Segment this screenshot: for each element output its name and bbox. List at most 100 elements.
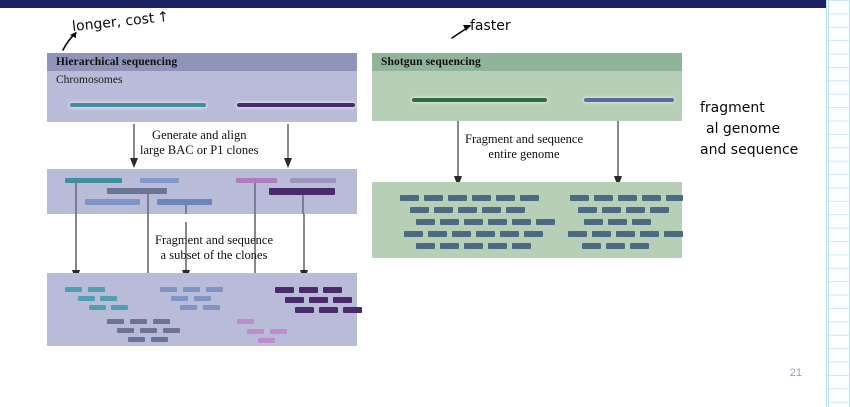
fragment-bar (275, 287, 294, 293)
fragment-bar (203, 305, 220, 310)
fragment-bar (434, 207, 453, 213)
fragment-bar (578, 207, 597, 213)
handwriting-right-note: faster (470, 16, 511, 36)
fragment-bar (153, 319, 170, 324)
clone-bar (140, 178, 179, 183)
fragment-bar (237, 319, 254, 324)
shotgun-panel-header: Shotgun sequencing (372, 53, 682, 71)
fragment-bar (343, 307, 362, 313)
fragment-bar (618, 195, 637, 201)
fragment-bar (180, 305, 197, 310)
fragment-bar (107, 319, 124, 324)
hierarchical-fragments-panel (47, 273, 362, 346)
clone-bar (85, 199, 140, 205)
fragment-bar (664, 231, 683, 237)
graph-paper-strip (826, 0, 850, 407)
fragment-bar (416, 219, 435, 225)
fragment-bar (183, 287, 200, 292)
fragment-bar (111, 305, 128, 310)
fragment-bar (584, 219, 603, 225)
fragment-bar (416, 243, 435, 249)
fragment-bar (65, 287, 82, 292)
fragment-bar (440, 243, 459, 249)
shotgun-caption: Fragment and sequence entire genome (465, 132, 583, 162)
fragment-bar (452, 231, 471, 237)
fragment-bar (500, 231, 519, 237)
handwriting-side-note-line3: and sequence (700, 142, 799, 158)
handwriting-side-note-line1: fragment (700, 100, 765, 116)
fragment-bar (140, 328, 157, 333)
chromosome-bar-green (412, 98, 547, 102)
hierarchical-step1-line1: Generate and align (152, 128, 247, 142)
fragment-bar (512, 219, 531, 225)
handwriting-side-note: fragment al genome and sequence (700, 98, 798, 161)
clone-bar (290, 178, 336, 183)
shotgun-caption-line2: entire genome (488, 147, 560, 161)
hierarchical-title: Hierarchical sequencing (56, 56, 178, 68)
handwriting-right-note-text: faster (470, 18, 511, 34)
clone-bar (269, 188, 335, 195)
handwriting-side-note-line2: al genome (706, 121, 781, 137)
fragment-bar (89, 305, 106, 310)
fragment-bar (458, 207, 477, 213)
fragment-bar (448, 195, 467, 201)
fragment-bar (117, 328, 134, 333)
fragment-bar (602, 207, 621, 213)
fragment-bar (666, 195, 683, 201)
fragment-bar (626, 207, 645, 213)
fragment-bar (258, 338, 275, 343)
fragment-bar (247, 329, 264, 334)
fragment-bar (410, 207, 429, 213)
fragment-bar (606, 243, 625, 249)
hierarchical-step2-line2: a subset of the clones (160, 248, 268, 262)
chromosome-bar-blue (584, 98, 674, 102)
clone-bar (107, 188, 167, 194)
fragment-bar (130, 319, 147, 324)
hierarchical-step1-line2: large BAC or P1 clones (140, 143, 259, 157)
fragment-bar (496, 195, 515, 201)
fragment-bar (632, 219, 651, 225)
fragment-bar (88, 287, 105, 292)
fragment-bar (323, 287, 342, 293)
fragment-bar (309, 297, 328, 303)
fragment-bar (163, 328, 180, 333)
clone-bar (157, 199, 212, 205)
fragment-bar (594, 195, 613, 201)
fragment-bar (570, 195, 589, 201)
fragment-bar (616, 231, 635, 237)
hierarchical-clones-panel (47, 169, 357, 214)
fragment-bar (151, 337, 168, 342)
hierarchical-panel-header: Hierarchical sequencing (47, 53, 357, 71)
fragment-bar (476, 231, 495, 237)
fragment-bar (424, 195, 443, 201)
fragment-bar (642, 195, 661, 201)
fragment-bar (488, 243, 507, 249)
chromosome-bar-purple (237, 103, 355, 107)
fragment-bar (333, 297, 352, 303)
fragment-bar (404, 231, 423, 237)
shotgun-caption-line1: Fragment and sequence (465, 132, 584, 146)
clone-bar (236, 178, 277, 183)
fragment-bar (592, 231, 611, 237)
hierarchical-step2-line1: Fragment and sequence (155, 233, 274, 247)
fragment-bar (160, 287, 177, 292)
fragment-bar (650, 207, 669, 213)
fragment-bar (608, 219, 627, 225)
fragment-bar (270, 329, 287, 334)
fragment-bar (78, 296, 95, 301)
fragment-bar (520, 195, 539, 201)
fragment-bar (630, 243, 649, 249)
hierarchical-chromosomes-panel: Chromosomes (47, 71, 357, 122)
fragment-bar (206, 287, 223, 292)
fragment-bar (640, 231, 659, 237)
fragment-bar (194, 296, 211, 301)
fragment-bar (506, 207, 525, 213)
hierarchical-step1-caption: Generate and align large BAC or P1 clone… (140, 128, 259, 158)
fragment-bar (464, 243, 483, 249)
shotgun-fragments-panel (372, 182, 683, 258)
fragment-bar (285, 297, 304, 303)
chromosomes-label: Chromosomes (56, 74, 123, 86)
